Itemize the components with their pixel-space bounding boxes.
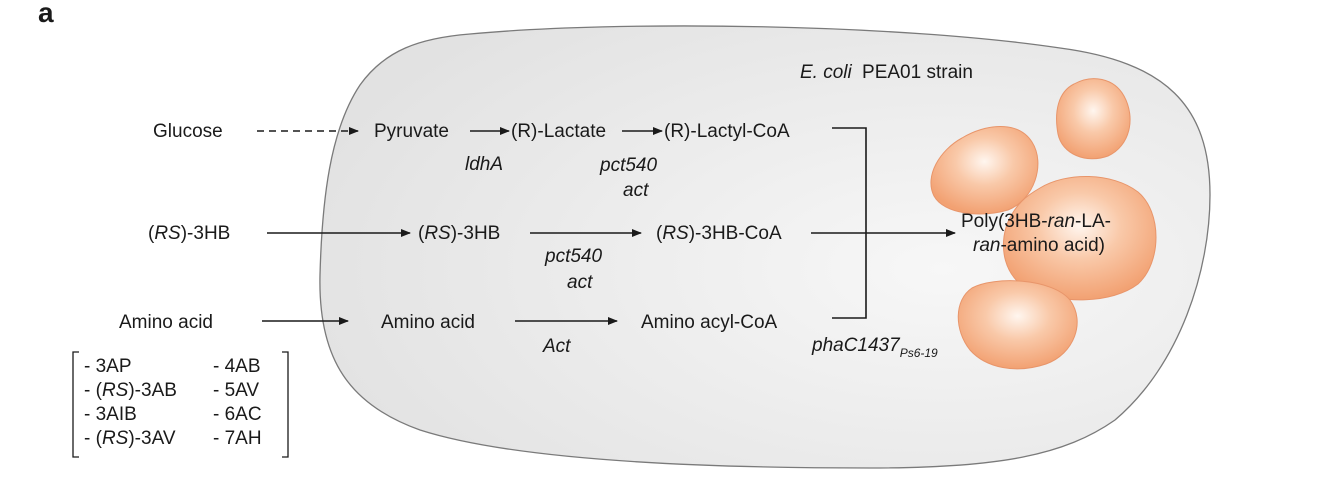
amino-acid-item: - 5AV (213, 380, 259, 401)
rs-3hbcoa-open: ( (656, 223, 663, 244)
amino-acid-item-prefix: - ( (84, 380, 103, 401)
phac-name: phaC1437 (811, 335, 901, 356)
r-lactate-config: (R) (511, 121, 537, 142)
product-ran-2: ran (973, 235, 1000, 256)
rs-3hb-int-config: RS (424, 223, 451, 244)
granule-2 (1056, 78, 1131, 160)
phac-subscript: Ps6-19 (900, 346, 938, 360)
enzyme-act-1: act (623, 180, 649, 201)
node-r-lactate: (R)-Lactate (511, 121, 606, 142)
amino-acid-item-config: RS (102, 428, 129, 449)
amino-acid-item-prefix: - 3AP (84, 356, 132, 377)
product-amino-acid: -amino acid) (1000, 235, 1105, 256)
enzyme-act-2: act (567, 272, 593, 293)
node-rs-3hb-coa: (RS)-3HB-CoA (656, 223, 782, 244)
node-amino-acyl-coa: Amino acyl-CoA (641, 312, 778, 333)
enzyme-phac: phaC1437Ps6-19 (811, 335, 938, 360)
node-pyruvate: Pyruvate (374, 121, 449, 142)
rs-3hb-ext-config: RS (154, 223, 181, 244)
amino-acid-list-col1: - 3AP- (RS)-3AB- 3AIB- (RS)-3AV (84, 356, 177, 449)
amino-acid-item: - 6AC (213, 404, 262, 425)
list-bracket-left (72, 351, 79, 458)
rs-3hb-int-name: )-3HB (451, 223, 501, 244)
node-amino-acid-internal: Amino acid (381, 312, 475, 333)
enzyme-act-3: Act (542, 336, 571, 357)
r-lactyl-name: -Lactyl-CoA (690, 121, 790, 142)
amino-acid-item: - 4AB (213, 356, 261, 377)
rs-3hb-int-open: ( (418, 223, 425, 244)
amino-acid-item-prefix: - ( (84, 428, 103, 449)
amino-acid-item-name: )-3AV (128, 428, 175, 449)
amino-acid-list-col2: - 4AB - 5AV - 6AC - 7AH (213, 356, 262, 449)
granule-3 (1002, 175, 1157, 301)
amino-acid-item-config: RS (102, 380, 129, 401)
granule-1 (930, 126, 1039, 215)
node-rs-3hb-internal: (RS)-3HB (418, 223, 500, 244)
node-amino-acid-external: Amino acid (119, 312, 213, 333)
product-line-1: Poly(3HB-ran-LA- (961, 211, 1111, 232)
strain-species: E. coli (800, 62, 853, 83)
node-r-lactyl-coa: (R)-Lactyl-CoA (664, 121, 790, 142)
rs-3hbcoa-config: RS (662, 223, 689, 244)
enzyme-pct540-1: pct540 (599, 155, 657, 176)
amino-acid-item: - 3AP (84, 356, 132, 377)
enzyme-ldha: ldhA (465, 154, 503, 175)
product-ran-1: ran (1048, 211, 1075, 232)
r-lactate-name: -Lactate (537, 121, 606, 142)
amino-acid-item: - 7AH (213, 428, 262, 449)
r-lactyl-config: (R) (664, 121, 690, 142)
granule-4 (957, 280, 1078, 370)
amino-acid-item: - (RS)-3AV (84, 428, 176, 449)
node-rs-3hb-external: (RS)-3HB (148, 223, 230, 244)
list-bracket-right (282, 351, 289, 458)
rs-3hbcoa-name: )-3HB-CoA (689, 223, 782, 244)
amino-acid-item-prefix: - 3AIB (84, 404, 137, 425)
enzyme-pct540-2: pct540 (544, 246, 602, 267)
amino-acid-item: - 3AIB (84, 404, 137, 425)
convergence-connector (811, 127, 867, 319)
strain-name: PEA01 strain (862, 62, 973, 83)
product-la: -LA- (1075, 211, 1111, 232)
product-poly: Poly(3HB- (961, 211, 1048, 232)
amino-acid-item-name: )-3AB (128, 380, 177, 401)
panel-label: a (38, 0, 54, 28)
strain-label: E. coli PEA01 strain (800, 62, 973, 83)
product-line-2: ran-amino acid) (973, 235, 1105, 256)
amino-acid-item: - (RS)-3AB (84, 380, 177, 401)
rs-3hb-ext-open: ( (148, 223, 155, 244)
node-glucose: Glucose (153, 121, 223, 142)
rs-3hb-ext-name: )-3HB (181, 223, 231, 244)
